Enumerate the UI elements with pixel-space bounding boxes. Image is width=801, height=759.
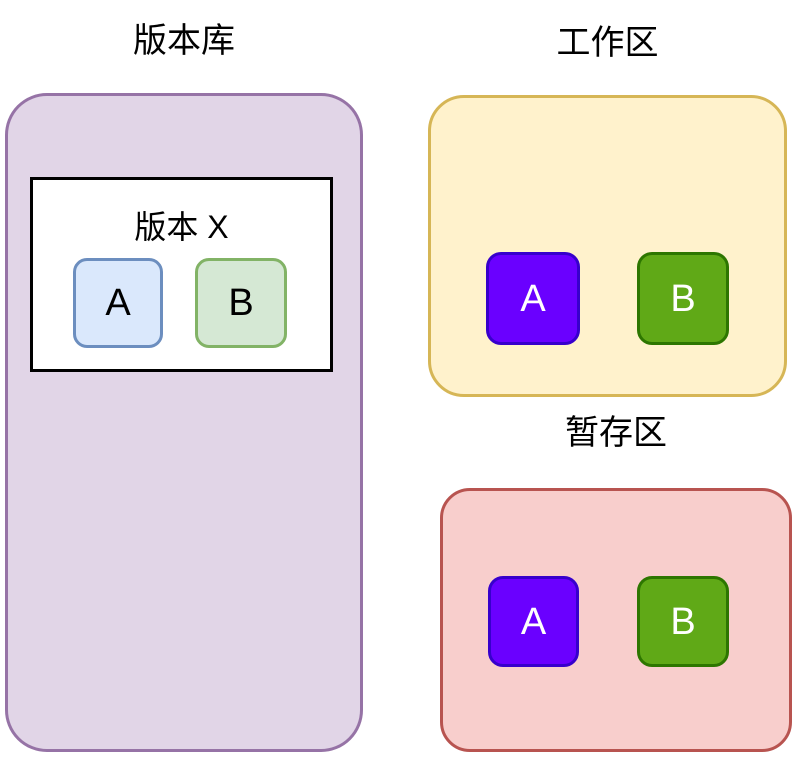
working-area-title: 工作区 xyxy=(556,24,659,62)
staging-file-b-box: B xyxy=(637,576,729,667)
repository-title: 版本库 xyxy=(133,22,235,60)
repo-file-b-box: B xyxy=(195,258,287,348)
staging-area-title: 暂存区 xyxy=(565,414,667,452)
working-file-a-box: A xyxy=(486,252,580,345)
repo-file-a-box: A xyxy=(73,258,163,348)
working-area-container xyxy=(428,95,787,397)
staging-file-a-box: A xyxy=(488,576,579,667)
version-box-title: 版本 X xyxy=(134,209,229,245)
working-file-b-box: B xyxy=(637,252,729,345)
